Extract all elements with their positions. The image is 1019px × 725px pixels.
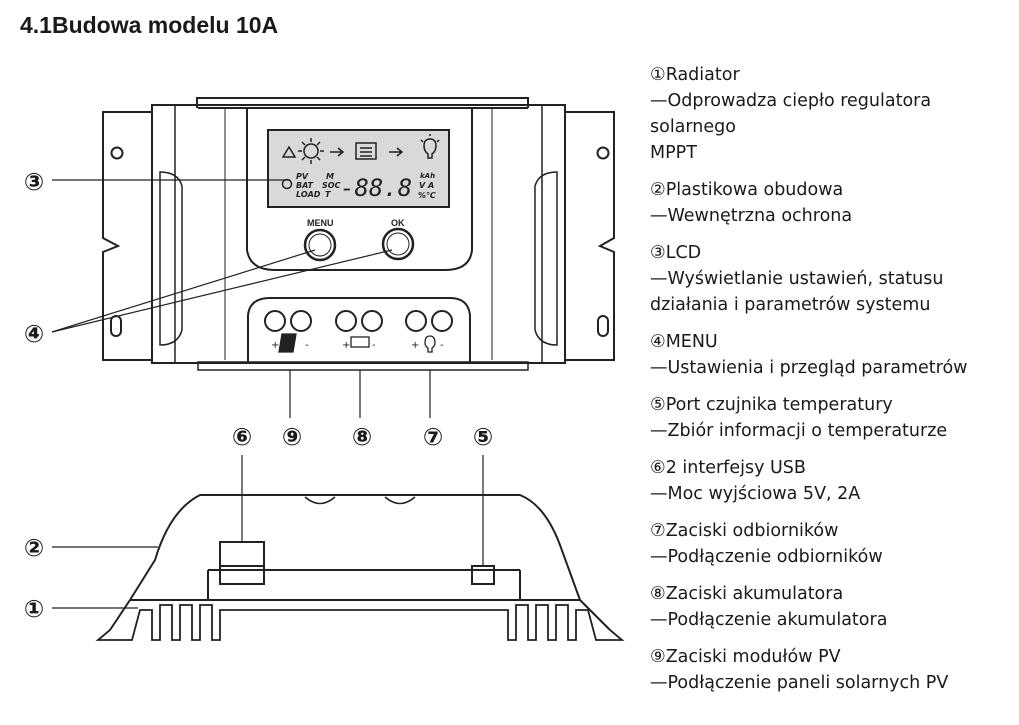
legend-desc: —Wewnętrzna ochrona <box>650 206 853 226</box>
legend-title: ⑤Port czujnika temperatury <box>650 395 893 415</box>
legend-desc: —Zbiór informacji o temperaturze <box>650 421 948 441</box>
legend-desc: MPPT <box>650 143 697 163</box>
lcd-kah: kAh <box>420 172 435 180</box>
legend: ①Radiator —Odprowadza ciepło regulatora … <box>650 62 1015 707</box>
callout-9: ⑨ <box>282 423 302 451</box>
heatsink <box>95 604 625 641</box>
left-grip <box>159 171 183 346</box>
bulb-icon <box>423 138 437 159</box>
legend-item-radiator: ①Radiator —Odprowadza ciepło regulatora … <box>650 62 1015 166</box>
legend-desc: —Podłączenie paneli solarnych PV <box>650 673 949 693</box>
right-flange <box>565 111 615 361</box>
legend-item-temp-port: ⑤Port czujnika temperatury —Zbiór inform… <box>650 392 1015 444</box>
terminal-block <box>247 297 471 362</box>
legend-item-menu: ④MENU —Ustawienia i przegląd parametrów <box>650 329 1015 381</box>
section-heading: 4.1Budowa modelu 10A <box>20 12 279 38</box>
callout-4: ④ <box>24 320 44 348</box>
side-housing <box>129 494 581 601</box>
ok-button <box>381 227 415 261</box>
usb-interfaces <box>219 541 265 567</box>
svg-text:+: + <box>411 340 419 351</box>
legend-desc: —Wyświetlanie ustawień, statusu <box>650 269 944 289</box>
leader-4a <box>51 249 316 333</box>
legend-title: ⑦Zaciski odbiorników <box>650 521 839 541</box>
usb-port-1 <box>304 496 336 505</box>
right-hole-top <box>596 146 610 160</box>
lcd-va: V A <box>419 181 434 190</box>
legend-desc: —Podłączenie odbiorników <box>650 547 883 567</box>
legend-desc: solarnego <box>650 117 736 137</box>
callout-6: ⑥ <box>232 423 252 451</box>
battery-icon <box>355 142 377 160</box>
right-slot <box>597 315 609 337</box>
svg-text:+: + <box>271 340 279 351</box>
legend-title: ③LCD <box>650 243 702 263</box>
callout-3: ③ <box>24 168 44 196</box>
sun-icon <box>303 143 319 159</box>
lcd-pv: PV <box>296 172 309 181</box>
legend-desc: —Ustawienia i przegląd parametrów <box>650 358 968 378</box>
svg-text:-: - <box>305 340 309 351</box>
controller-diagram: PV BAT LOAD M SOC T -88.8 kAh V A %℃ MEN… <box>24 97 625 641</box>
legend-item-housing: ②Plastikowa obudowa —Wewnętrzna ochrona <box>650 177 1015 229</box>
legend-desc: —Podłączenie akumulatora <box>650 610 888 630</box>
legend-title: ⑧Zaciski akumulatora <box>650 584 844 604</box>
svg-text:-: - <box>440 340 444 351</box>
legend-item-lcd: ③LCD —Wyświetlanie ustawień, statusu dzi… <box>650 240 1015 318</box>
legend-desc: —Odprowadza ciepło regulatora <box>650 91 932 111</box>
lcd-soc: SOC <box>322 181 341 190</box>
menu-label: MENU <box>307 218 334 228</box>
ok-label: OK <box>391 218 405 228</box>
lcd-bat: BAT <box>296 181 314 190</box>
leader-4b <box>51 249 393 333</box>
warning-icon <box>281 145 297 158</box>
legend-desc: działania i parametrów systemu <box>650 295 931 315</box>
lcd-t: T <box>325 190 331 199</box>
callout-5: ⑤ <box>473 423 493 451</box>
lcd-pct: %℃ <box>418 191 436 200</box>
usb-port-2 <box>384 496 416 505</box>
top-clip <box>196 97 529 108</box>
arrow-icon-2 <box>389 147 404 157</box>
menu-button <box>303 228 337 262</box>
pv-panel-icon <box>278 333 297 353</box>
legend-title: ②Plastikowa obudowa <box>650 180 844 200</box>
front-body <box>151 104 566 364</box>
legend-item-load: ⑦Zaciski odbiorników —Podłączenie odbior… <box>650 518 1015 570</box>
legend-item-usb: ⑥2 interfejsy USB —Moc wyjściowa 5V, 2A <box>650 455 1015 507</box>
lcd-digits: -88.8 <box>340 174 412 202</box>
legend-desc: —Moc wyjściowa 5V, 2A <box>650 484 861 504</box>
legend-title: ④MENU <box>650 332 718 352</box>
callout-2: ② <box>24 534 44 562</box>
lcd-m: M <box>326 172 334 181</box>
legend-title: ⑥2 interfejsy USB <box>650 458 806 478</box>
legend-item-pv: ⑨Zaciski modułów PV —Podłączenie paneli … <box>650 644 1015 696</box>
left-slot <box>110 315 122 337</box>
legend-title: ⑨Zaciski modułów PV <box>650 647 841 667</box>
callout-8: ⑧ <box>352 423 372 451</box>
lcd-load: LOAD <box>296 190 321 199</box>
right-grip <box>534 171 558 346</box>
front-bezel <box>246 108 473 271</box>
callout-1: ① <box>24 595 44 623</box>
callout-7: ⑦ <box>423 423 443 451</box>
left-hole-top <box>110 146 124 160</box>
legend-title: ①Radiator <box>650 65 740 85</box>
svg-text:+: + <box>342 340 350 351</box>
load-bulb-icon <box>424 335 436 353</box>
arrow-icon-1 <box>330 147 345 157</box>
legend-item-battery: ⑧Zaciski akumulatora —Podłączenie akumul… <box>650 581 1015 633</box>
left-flange <box>102 111 152 361</box>
terminal-battery-icon <box>350 336 370 348</box>
temp-sensor-port <box>471 565 495 585</box>
svg-text:-: - <box>372 340 376 351</box>
